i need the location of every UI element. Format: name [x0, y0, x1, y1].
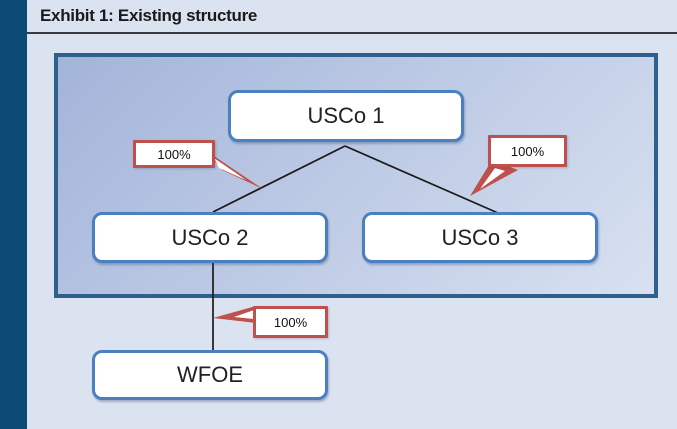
ownership-callout-left: 100%: [133, 140, 215, 168]
diagram-node-usco2: USCo 2: [92, 212, 328, 263]
left-accent-bar: [0, 0, 27, 429]
edge-usco1-usco2: [212, 145, 346, 213]
edge-usco1-usco3: [344, 145, 499, 214]
node-label: USCo 2: [171, 224, 249, 250]
diagram-node-wfoe: WFOE: [92, 350, 328, 400]
page-title: Exhibit 1: Existing structure: [40, 6, 258, 25]
callout-label: 100%: [273, 314, 308, 330]
exhibit-header: Exhibit 1: Existing structure: [27, 0, 677, 34]
callout-tail-bottom: [213, 306, 256, 323]
node-label: USCo 1: [307, 103, 385, 128]
callout-tail-bottom-highlight: [234, 310, 254, 319]
node-label: USCo 3: [441, 224, 519, 250]
callout-label: 100%: [157, 146, 191, 162]
diagram-node-usco3: USCo 3: [362, 212, 598, 263]
callout-label: 100%: [510, 143, 545, 159]
callout-tail-left: [205, 150, 263, 189]
ownership-callout-right: 100%: [488, 135, 567, 167]
node-label: WFOE: [177, 362, 243, 387]
callout-tail-right-highlight: [480, 168, 505, 189]
callout-tail-left-highlight: [214, 158, 246, 180]
ownership-callout-bottom: 100%: [253, 306, 328, 338]
diagram-node-usco1: USCo 1: [228, 90, 464, 142]
